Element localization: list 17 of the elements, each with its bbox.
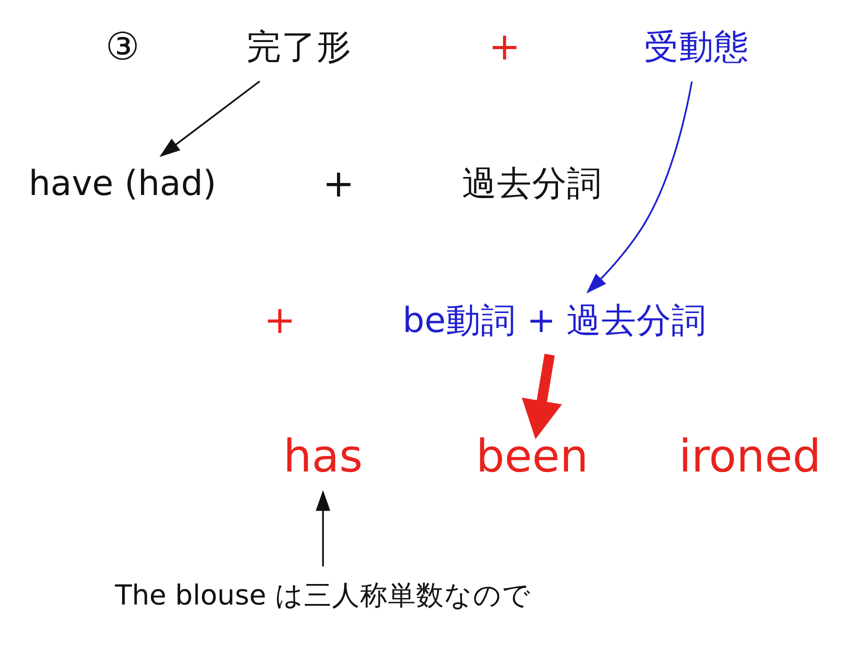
arrow (159, 80, 260, 157)
node-text: 完了形 (246, 28, 352, 68)
node-text: be動詞 + 過去分詞 (402, 300, 707, 341)
label: + (488, 24, 520, 69)
label: + (322, 161, 355, 206)
node-text: has (283, 429, 363, 482)
arrow (316, 490, 330, 566)
node-text: been (476, 429, 588, 482)
node-text: The blouse は三人称単数なので (114, 578, 532, 612)
node-text: 受動態 (644, 28, 749, 68)
node-text: ironed (678, 429, 822, 482)
node-text: have (had) (28, 164, 216, 204)
arrow (586, 81, 693, 294)
arrow (522, 354, 562, 440)
label: ③ (105, 24, 140, 69)
node-text: 過去分詞 (462, 164, 602, 204)
label: + (264, 298, 296, 342)
